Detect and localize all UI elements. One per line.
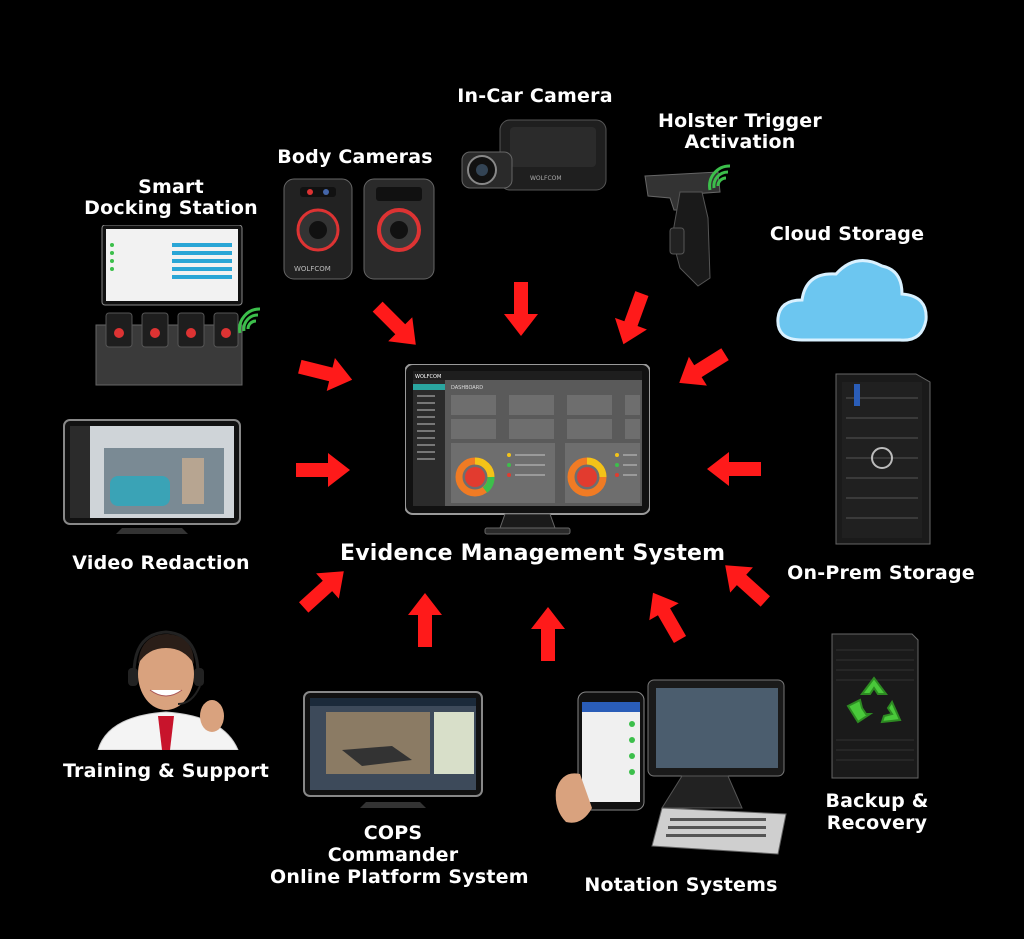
backup-recovery-label-2: Recovery (826, 812, 928, 834)
on-prem-server-image (826, 368, 936, 550)
arrow-icon (408, 593, 442, 647)
center-label: Evidence Management System (340, 541, 726, 566)
arrow-icon (670, 339, 735, 398)
training-support-label: Training & Support (62, 760, 270, 782)
holster-wifi-icon (708, 164, 731, 191)
cops-commander-label-2: Commander (327, 844, 459, 866)
holster-trigger-label-1: Holster Trigger (658, 110, 822, 132)
cops-commander-label-1: COPS (363, 822, 423, 844)
holster-image (640, 158, 750, 290)
dashboard-monitor-graphic: WOLFCOM DASHBOARD (405, 364, 650, 535)
backup-recovery-label-1: Backup & (825, 790, 929, 812)
holster-trigger-label-2: Activation (684, 131, 796, 153)
svg-text:WOLFCOM: WOLFCOM (530, 175, 562, 182)
docking-station-image (92, 225, 282, 390)
in-car-camera-image: WOLFCOM (460, 112, 610, 200)
in-car-camera-label: In-Car Camera (457, 85, 613, 107)
smart-docking-label-2: Docking Station (84, 197, 258, 219)
on-prem-storage-label: On-Prem Storage (787, 562, 975, 584)
arrow-icon (292, 558, 356, 621)
svg-text:WOLFCOM: WOLFCOM (294, 265, 331, 273)
cloud-storage-label: Cloud Storage (769, 223, 925, 245)
body-cameras-label: Body Cameras (277, 146, 433, 168)
arrow-icon (607, 287, 658, 351)
cloud-icon (772, 248, 932, 348)
evidence-management-monitor: WOLFCOM DASHBOARD (405, 364, 650, 536)
arrow-icon (295, 350, 357, 397)
backup-server-image (826, 630, 922, 782)
notation-systems-image (552, 678, 788, 864)
cops-commander-label-3: Online Platform System (270, 866, 529, 888)
notation-systems-label: Notation Systems (584, 874, 778, 896)
cops-commander-monitor (302, 690, 484, 810)
docking-wifi-icon (238, 307, 261, 334)
dashboard-brand: WOLFCOM (415, 374, 441, 380)
support-agent-image (88, 624, 244, 750)
arrow-icon (707, 452, 761, 486)
smart-docking-label-1: Smart (138, 176, 204, 198)
video-redaction-monitor (62, 418, 242, 536)
arrow-icon (638, 584, 695, 649)
dashboard-title: DASHBOARD (451, 385, 483, 391)
body-cameras-image: WOLFCOM (280, 175, 440, 285)
recycle-icon (846, 676, 902, 724)
arrow-icon (296, 453, 350, 487)
arrow-icon (504, 282, 538, 336)
arrow-icon (365, 294, 428, 357)
video-redaction-label: Video Redaction (72, 552, 250, 574)
arrow-icon (531, 607, 565, 661)
